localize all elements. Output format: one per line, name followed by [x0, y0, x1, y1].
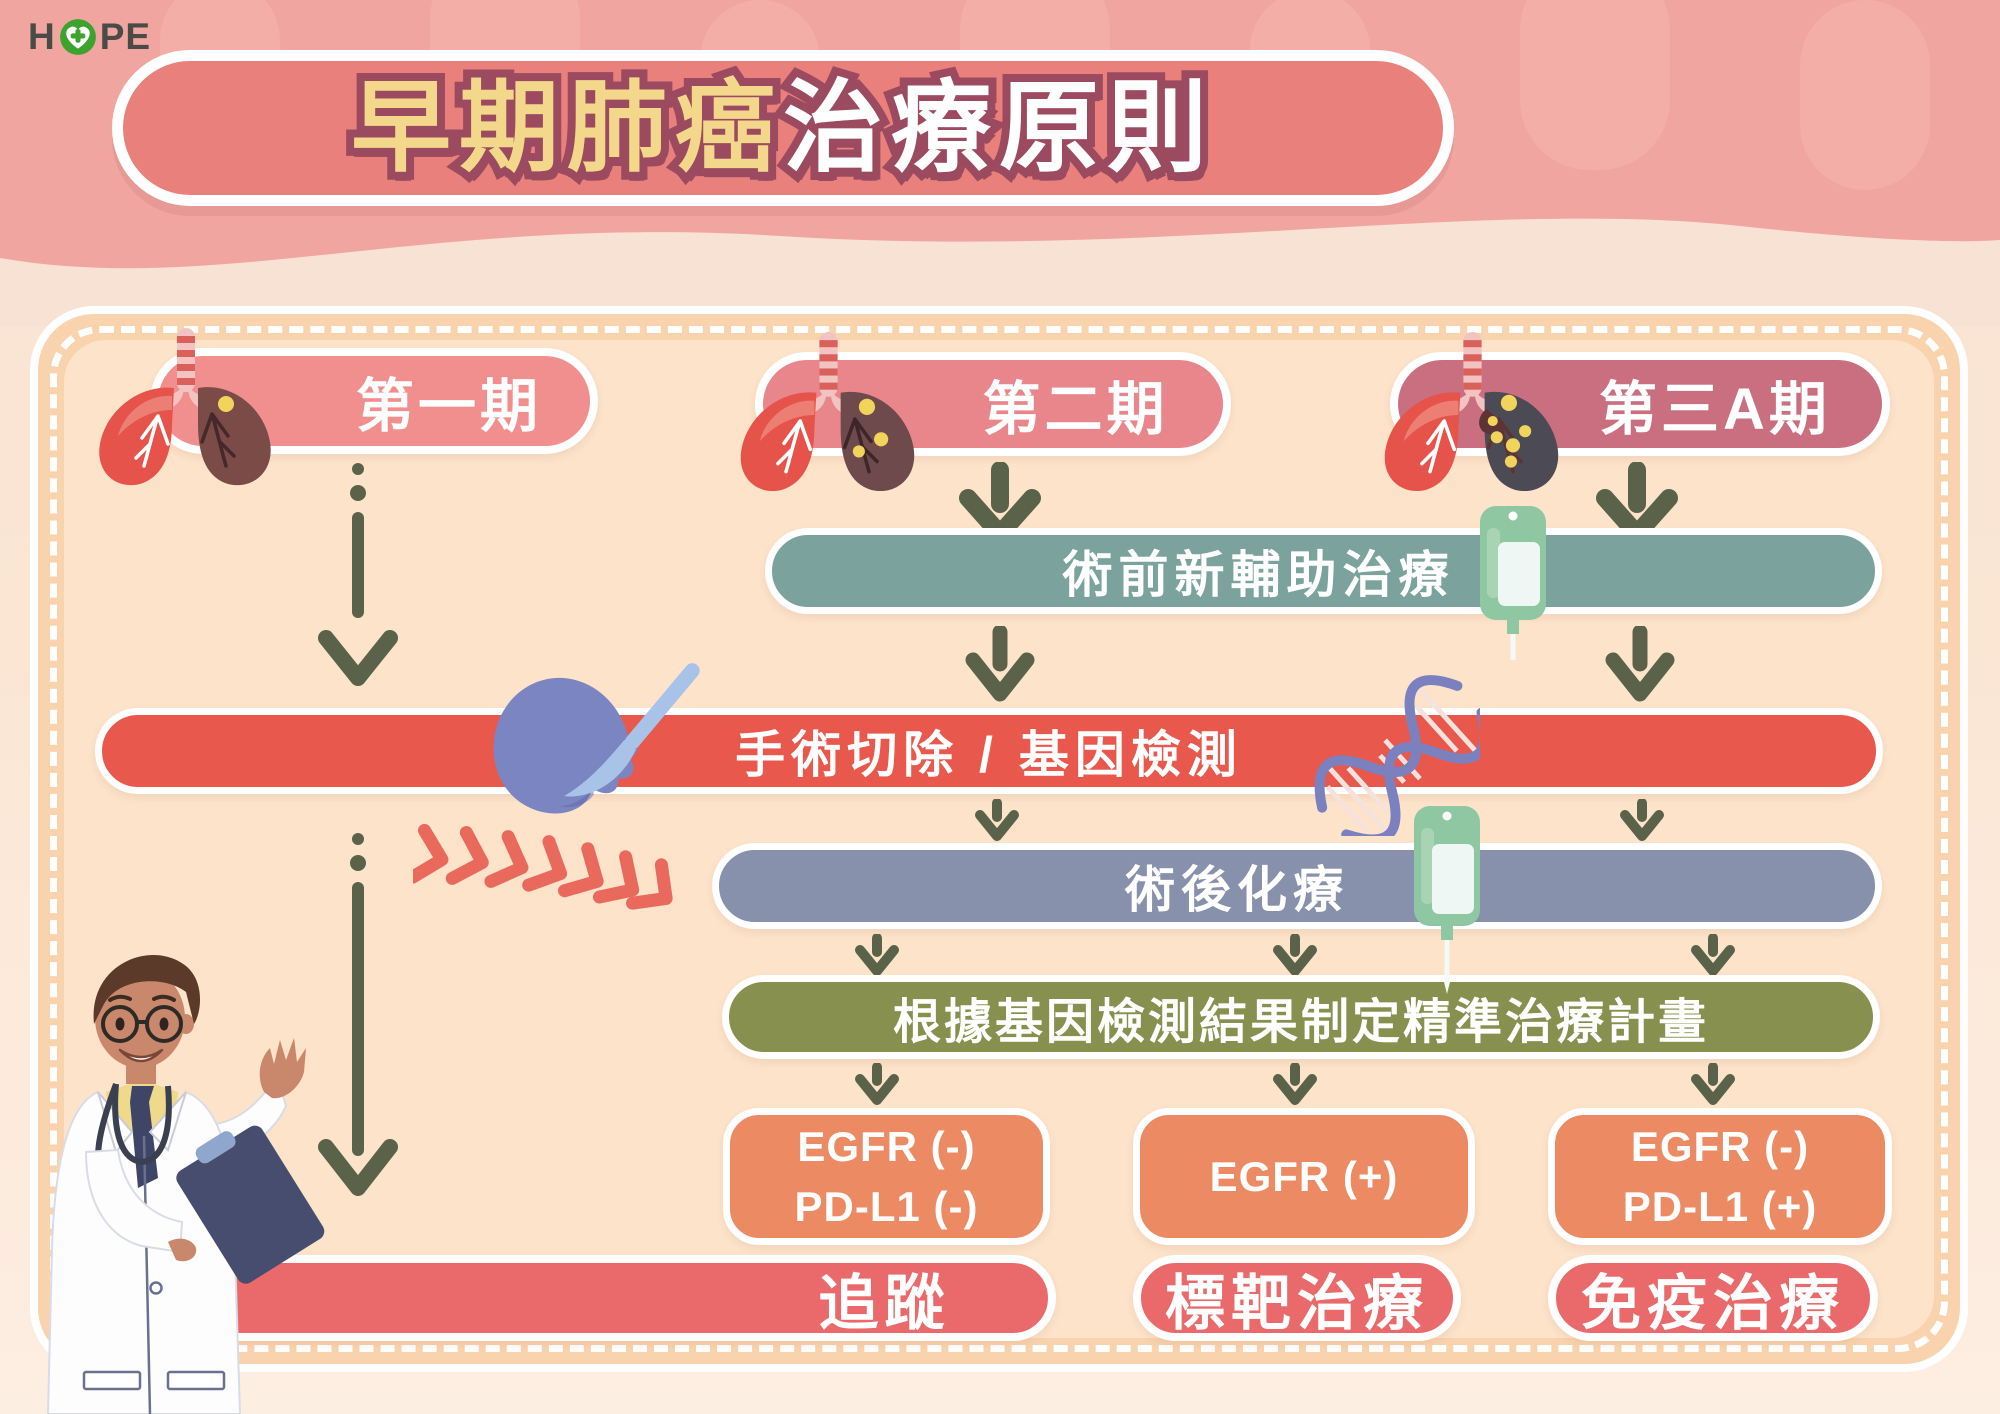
- lungs-stage3a-icon: [1384, 332, 1559, 492]
- precision-plan-label: 根據基因檢測結果制定精準治療計畫: [892, 996, 1709, 1049]
- down-arrow-icon: [975, 799, 1019, 841]
- treatment-pill-immuno: 免疫治療: [1548, 1255, 1878, 1341]
- treatment-pill-targeted: 標靶治療: [1133, 1255, 1461, 1341]
- down-arrow-icon: [965, 626, 1035, 702]
- decor-blob: [1800, 0, 1930, 190]
- stage-2-label: 第二期: [982, 377, 1169, 442]
- biomarker-box-3: EGFR (-) PD-L1 (+): [1548, 1108, 1892, 1245]
- hope-logo: H PE: [28, 16, 151, 58]
- doctor-illustration: [46, 955, 325, 1414]
- page-title: 早期肺癌治療原則 早期肺癌治療原則: [343, 70, 1215, 186]
- neoadjuvant-label: 術前新輔助治療: [1062, 547, 1455, 603]
- treatment-followup-label: 追蹤: [818, 1269, 951, 1337]
- down-arrow-icon: [855, 1063, 899, 1105]
- lungs-stage2-icon: [740, 332, 915, 492]
- treatment-targeted-label: 標靶治療: [1165, 1269, 1429, 1337]
- iv-bag-icon: [1414, 806, 1480, 994]
- down-arrow-icon: [1620, 799, 1664, 841]
- logo-text-pe: PE: [99, 16, 152, 57]
- neoadjuvant-bar: 術前新輔助治療: [765, 528, 1882, 614]
- chevron-flow-icon: [413, 823, 673, 910]
- down-arrow-icon: [1273, 934, 1317, 976]
- title-highlight: 早期肺癌: [351, 72, 783, 184]
- lungs-stage1-icon: [99, 328, 271, 486]
- decor-blob: [1520, 0, 1670, 170]
- biomarker-box-1: EGFR (-) PD-L1 (-): [723, 1108, 1050, 1245]
- biomarker-line: EGFR (+): [1209, 1152, 1399, 1200]
- chemo-bar: 術後化療: [712, 843, 1882, 929]
- precision-plan-bar: 根據基因檢測結果制定精準治療計畫: [722, 975, 1880, 1059]
- title-banner: 早期肺癌治療原則 早期肺癌治療原則: [112, 50, 1454, 206]
- biomarker-box-2: EGFR (+): [1133, 1108, 1475, 1245]
- scalpel-hand-icon: [493, 663, 700, 814]
- dashed-down-arrow-icon: [318, 463, 398, 686]
- dashed-down-arrow-icon: [318, 833, 398, 1196]
- biomarker-line: PD-L1 (-): [794, 1182, 979, 1230]
- dna-icon: [1314, 675, 1480, 836]
- iv-bag-icon: [1480, 506, 1546, 660]
- down-arrow-icon: [1605, 626, 1675, 702]
- down-arrow-icon: [1273, 1063, 1317, 1105]
- biomarker-line: EGFR (-): [1630, 1122, 1810, 1170]
- stage-1-label: 第一期: [355, 374, 542, 439]
- down-arrow-icon: [1691, 934, 1735, 976]
- treatment-pill-followup: 追蹤: [168, 1255, 1056, 1341]
- chemo-label: 術後化療: [1125, 862, 1349, 918]
- biomarker-line: PD-L1 (+): [1622, 1182, 1818, 1230]
- logo-text-h: H: [28, 16, 56, 57]
- heart-cross-icon: [59, 19, 96, 55]
- header-wave: [0, 218, 2000, 326]
- treatment-immuno-label: 免疫治療: [1581, 1269, 1845, 1337]
- stage-3-label: 第三A期: [1599, 377, 1831, 442]
- down-arrow-icon: [855, 934, 899, 976]
- surgery-label: 手術切除 / 基因檢測: [735, 727, 1243, 783]
- down-arrow-icon: [1691, 1063, 1735, 1105]
- surgery-bar: 手術切除 / 基因檢測: [95, 708, 1883, 794]
- title-rest: 治療原則: [783, 72, 1215, 184]
- biomarker-line: EGFR (-): [797, 1122, 976, 1170]
